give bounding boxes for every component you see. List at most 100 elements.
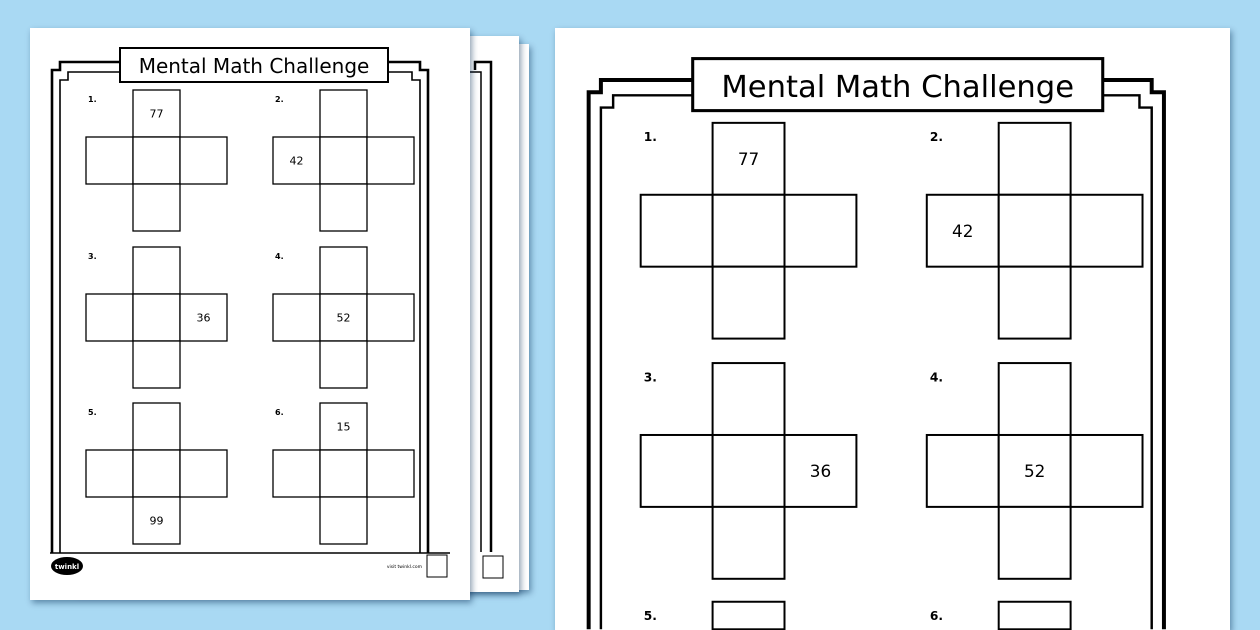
sheet-content: Mental Math Challenge1.772.423.364.525.9…: [50, 47, 450, 578]
cross-cell-top: [319, 246, 368, 295]
given-number: 52: [337, 312, 351, 325]
cross-cell-center: [132, 449, 181, 498]
cross-cell-top: [711, 362, 786, 436]
problem-number: 4.: [275, 252, 284, 261]
given-number: 77: [738, 149, 759, 169]
given-number: 99: [150, 515, 164, 528]
cross-cell-right: [783, 193, 858, 268]
cross-cell-center: [319, 136, 368, 185]
cross-cell-right: [179, 449, 228, 498]
cross-puzzle-4: 4.52: [272, 246, 415, 389]
cross-cell-left: [925, 193, 1000, 268]
problem-number: 1.: [88, 95, 97, 104]
cross-cell-center: [997, 433, 1072, 508]
cross-cell-bottom: [711, 265, 786, 340]
cross-cell-left: [85, 293, 134, 342]
cross-cell-bottom: [132, 496, 181, 545]
given-number: 42: [290, 155, 304, 168]
badge-icon: [426, 554, 448, 578]
frame-outer: [586, 78, 1166, 630]
cross-puzzle-5: 5.99: [85, 402, 228, 545]
cross-cell-right: [366, 136, 415, 185]
problem-number: 4.: [930, 370, 943, 384]
problem-number: 3.: [644, 370, 657, 384]
cross-cell-center: [711, 193, 786, 268]
title-box: [691, 57, 1105, 113]
cross-cell-right: [179, 136, 228, 185]
cross-puzzle-4: 4.52: [925, 362, 1144, 580]
cross-cell-left: [639, 193, 714, 268]
cross-cell-bottom: [997, 265, 1072, 340]
cross-cell-right: [179, 293, 228, 342]
cross-puzzle-2: 2.42: [272, 89, 415, 232]
cross-cell-top: [997, 600, 1072, 630]
cross-puzzle-3: 3.36: [85, 246, 228, 389]
cross-cell-bottom: [319, 183, 368, 232]
given-number: 15: [337, 421, 351, 434]
twinkl-logo: [51, 557, 83, 575]
cross-cell-bottom: [711, 505, 786, 580]
cross-cell-left: [272, 293, 321, 342]
cross-cell-bottom: [319, 340, 368, 389]
problem-number: 1.: [644, 130, 657, 144]
problem-number: 5.: [88, 408, 97, 417]
given-number: 42: [952, 221, 973, 241]
worksheet-sheet: Mental Math Challenge1.772.423.364.525.9…: [50, 47, 450, 578]
cross-cell-center: [997, 193, 1072, 268]
cross-cell-left: [85, 136, 134, 185]
cross-cell-top: [132, 246, 181, 295]
cross-cell-right: [783, 433, 858, 508]
cross-cell-top: [319, 89, 368, 138]
problem-number: 3.: [88, 252, 97, 261]
cross-puzzle-5: 5.: [644, 600, 786, 630]
cross-puzzle-6: 6.15: [272, 402, 415, 545]
problem-number: 2.: [275, 95, 284, 104]
problem-number: 6.: [275, 408, 284, 417]
cross-cell-left: [85, 449, 134, 498]
cross-cell-center: [319, 449, 368, 498]
frame-outer: [50, 60, 430, 553]
cross-cell-left: [925, 433, 1000, 508]
cross-cell-left: [272, 136, 321, 185]
cross-cell-right: [1069, 193, 1144, 268]
cross-cell-top: [997, 362, 1072, 436]
given-number: 36: [810, 461, 831, 481]
cross-cell-center: [132, 293, 181, 342]
frame-inner: [59, 71, 421, 553]
cross-cell-bottom: [132, 340, 181, 389]
cross-puzzle-3: 3.36: [639, 362, 858, 580]
cross-puzzle-2: 2.42: [925, 121, 1144, 340]
cross-cell-right: [366, 293, 415, 342]
problem-number: 2.: [930, 130, 943, 144]
cross-cell-top: [132, 402, 181, 451]
cross-cell-top: [711, 600, 786, 630]
given-number: 77: [150, 108, 164, 121]
problem-number: 6.: [930, 609, 943, 623]
problem-number: 5.: [644, 609, 657, 623]
cross-cell-bottom: [997, 505, 1072, 580]
cross-cell-bottom: [132, 183, 181, 232]
frame-inner: [599, 94, 1153, 630]
cross-cell-center: [132, 136, 181, 185]
given-number: 36: [197, 312, 211, 325]
cross-cell-left: [639, 433, 714, 508]
cross-cell-center: [711, 433, 786, 508]
twinkl-logo-text: twinkl: [55, 563, 79, 571]
worksheet-sheet: Mental Math Challenge1.772.423.364.525.6…: [586, 57, 1166, 630]
cross-puzzle-6: 6.: [930, 600, 1072, 630]
cross-cell-top: [997, 121, 1072, 196]
worksheet-title: Mental Math Challenge: [139, 54, 370, 78]
sheet-content: Mental Math Challenge1.772.423.364.525.6…: [586, 57, 1166, 630]
cross-cell-bottom: [319, 496, 368, 545]
footer-url: visit twinkl.com: [387, 564, 422, 570]
cross-puzzle-1: 1.77: [85, 89, 228, 232]
worksheet-title: Mental Math Challenge: [721, 70, 1074, 105]
cross-cell-right: [366, 449, 415, 498]
given-number: 52: [1024, 461, 1045, 481]
cross-cell-left: [272, 449, 321, 498]
cross-cell-right: [1069, 433, 1144, 508]
title-box: [119, 47, 389, 83]
cross-puzzle-1: 1.77: [639, 121, 858, 340]
